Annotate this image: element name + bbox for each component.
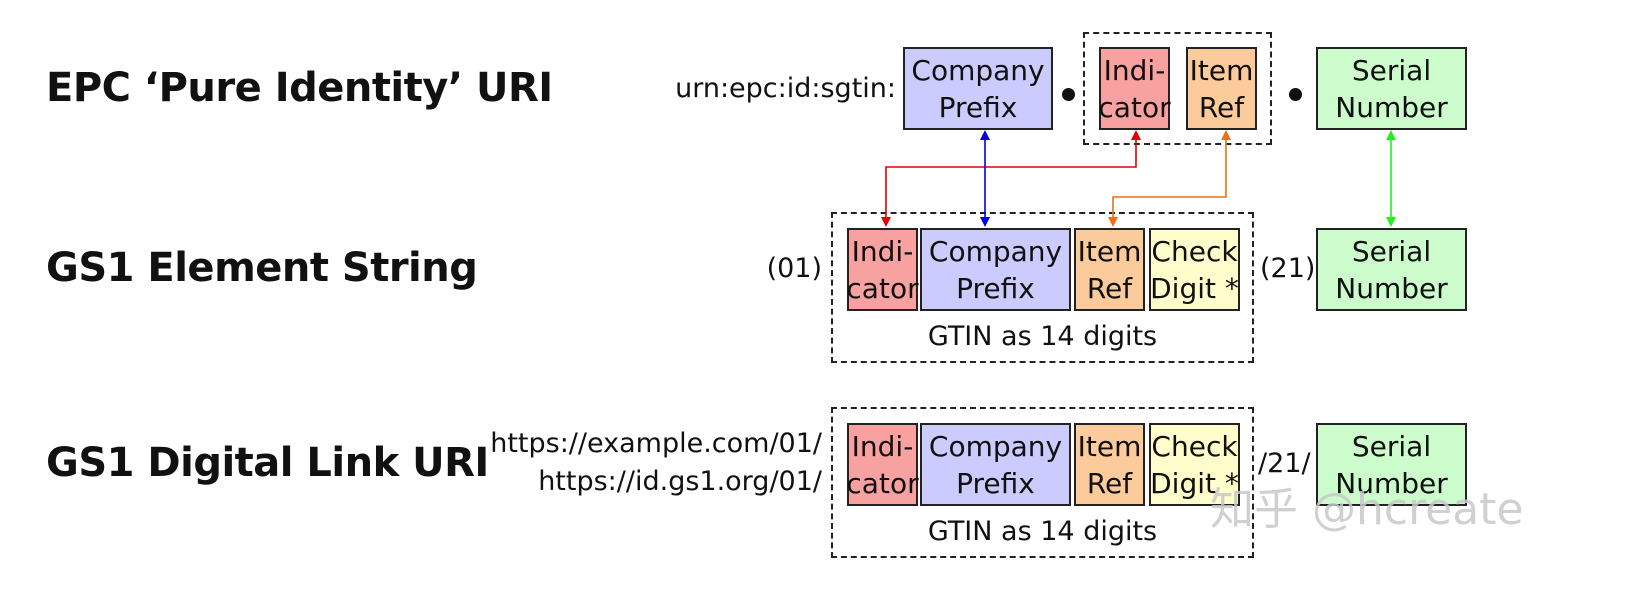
element-string-item-ref-label: Item Ref [1077,234,1142,305]
digital-link-serial-number-box: Serial Number [1316,423,1467,506]
element-string-company-prefix-box: Company Prefix [920,228,1071,311]
gs1-digital-link-title: GS1 Digital Link URI [46,440,489,486]
epc-serial-number-box: Serial Number [1316,47,1467,130]
digital-link-serial-ai: /21/ [1258,448,1311,479]
element-string-serial-number-box: Serial Number [1316,228,1467,311]
digital-link-company-prefix-label: Company Prefix [928,429,1063,500]
digital-link-prefix-gs1: https://id.gs1.org/01/ [538,466,822,497]
epc-company-prefix-label: Company Prefix [911,53,1045,124]
digital-link-item-ref-label: Item Ref [1077,429,1142,500]
separator-dot [1289,88,1302,101]
element-string-item-ref-box: Item Ref [1074,228,1145,311]
epc-indicator-box: Indi- cator [1098,47,1171,130]
digital-link-item-ref-box: Item Ref [1074,423,1145,506]
epc-indicator-label: Indi- cator [1098,53,1171,124]
element-string-serial-ai: (21) [1260,253,1316,284]
indicator-mapping-arrow [881,130,1141,227]
epc-item-ref-box: Item Ref [1186,47,1257,130]
epc-prefix: urn:epc:id:sgtin: [675,73,896,104]
epc-item-ref-label: Item Ref [1189,53,1254,124]
element-string-indicator-label: Indi- cator [846,234,919,305]
digital-link-prefix-example: https://example.com/01/ [490,428,822,459]
digital-link-gtin-caption: GTIN as 14 digits [927,516,1158,547]
digital-link-indicator-label: Indi- cator [846,429,919,500]
element-string-check-digit-label: Check Digit * [1150,234,1239,305]
epc-uri-title: EPC ‘Pure Identity’ URI [46,65,553,111]
element-string-prefix: (01) [766,253,822,284]
digital-link-gtin-group [831,407,1254,558]
element-string-indicator-box: Indi- cator [846,228,919,311]
digital-link-indicator-box: Indi- cator [846,423,919,506]
digital-link-serial-number-label: Serial Number [1335,429,1448,500]
separator-dot [1062,88,1075,101]
digital-link-check-digit-box: Check Digit * [1149,423,1240,506]
epc-serial-number-label: Serial Number [1335,53,1448,124]
epc-company-prefix-box: Company Prefix [903,47,1053,130]
gs1-element-string-title: GS1 Element String [46,245,478,291]
element-string-check-digit-box: Check Digit * [1149,228,1240,311]
digital-link-check-digit-label: Check Digit * [1150,429,1239,500]
element-string-company-prefix-label: Company Prefix [928,234,1063,305]
element-string-serial-number-label: Serial Number [1335,234,1448,305]
digital-link-company-prefix-box: Company Prefix [920,423,1071,506]
element-string-gtin-caption: GTIN as 14 digits [927,321,1158,352]
item-ref-mapping-arrow [1108,130,1231,227]
watermark: 知乎 @hcreate [1210,484,1524,535]
